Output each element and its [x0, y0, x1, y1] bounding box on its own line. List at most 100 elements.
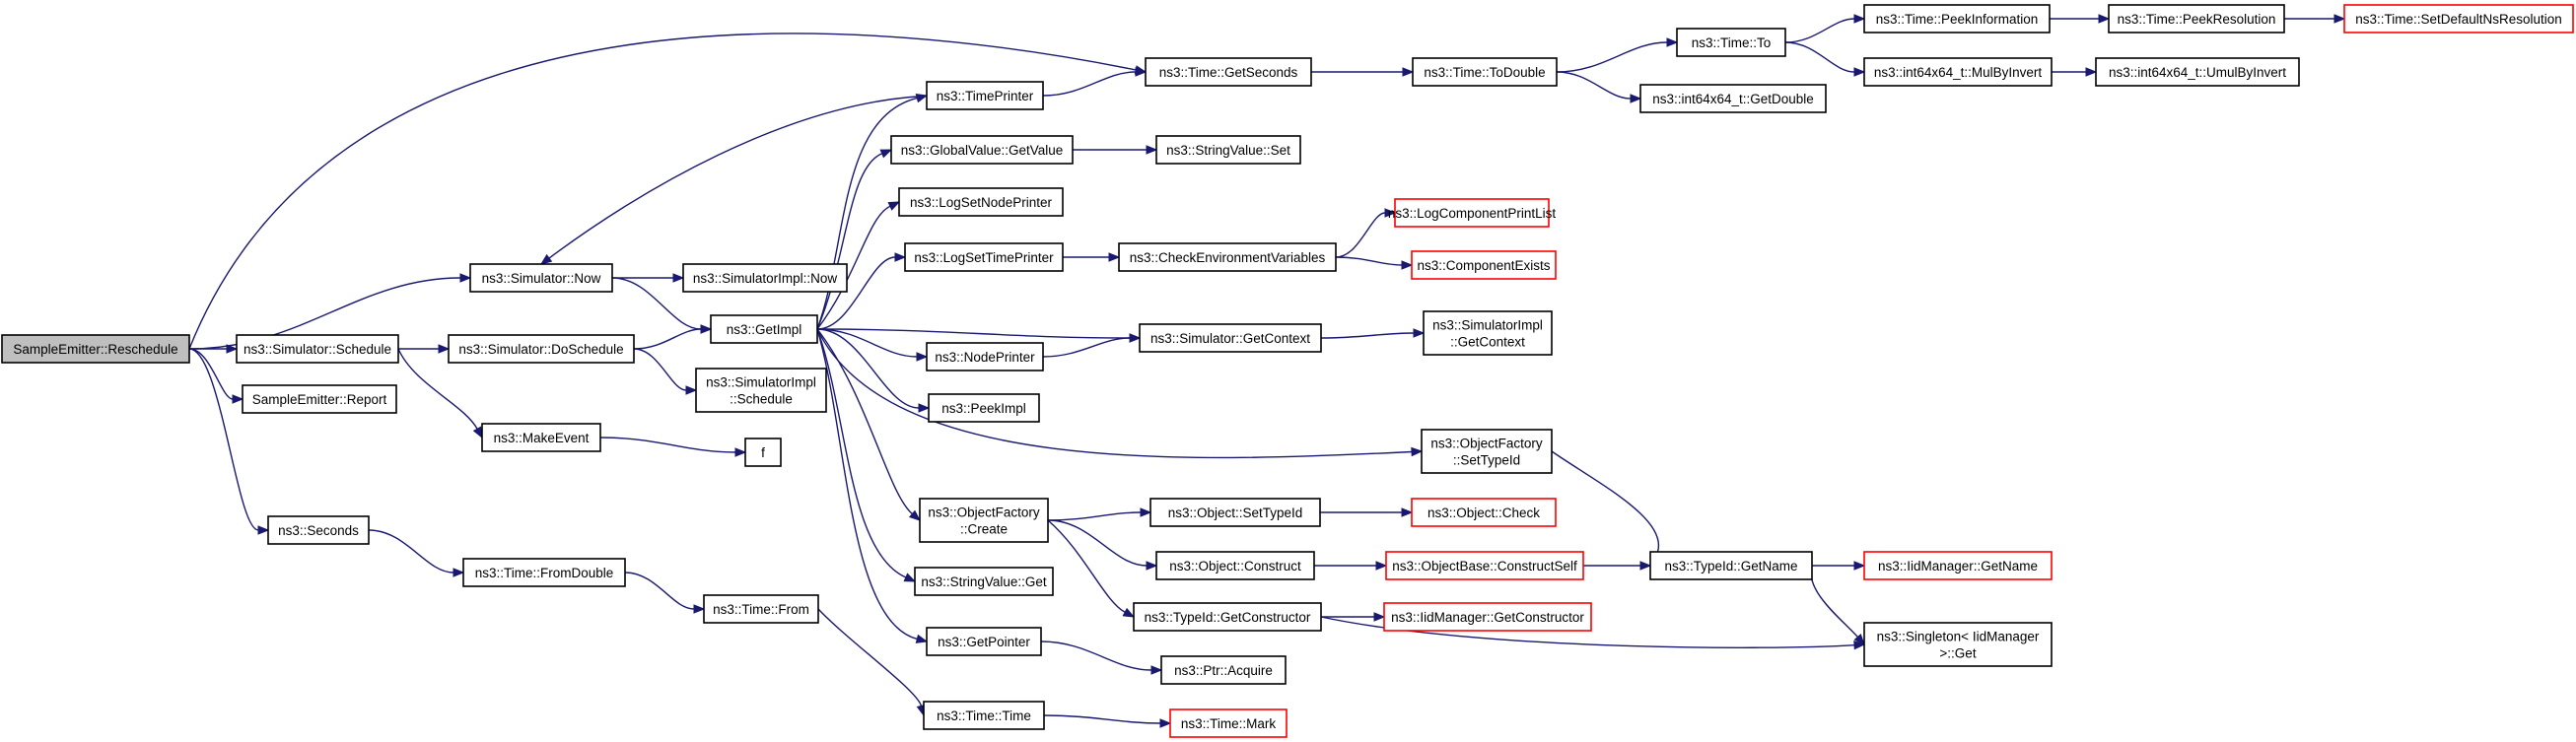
edge-line — [816, 328, 920, 409]
node-getimpl[interactable]: ns3::GetImpl — [710, 314, 818, 344]
node-timeprinter[interactable]: ns3::TimePrinter — [926, 81, 1044, 110]
node-time_time[interactable]: ns3::Time::Time — [923, 701, 1045, 730]
node-obj_settypeid[interactable]: ns3::Object::SetTypeId — [1149, 498, 1321, 527]
node-f[interactable]: f — [744, 438, 782, 467]
arrowhead-icon — [459, 273, 472, 283]
node-label: ns3::Object::SetTypeId — [1168, 506, 1303, 520]
edge-line — [1784, 18, 1855, 43]
node-box — [462, 558, 626, 587]
node-time_mark[interactable]: ns3::Time::Mark — [1169, 708, 1288, 738]
node-makeevent[interactable]: ns3::MakeEvent — [481, 423, 601, 452]
node-time_todouble[interactable]: ns3::Time::ToDouble — [1412, 57, 1558, 87]
node-sim_doschedule[interactable]: ns3::Simulator::DoSchedule — [448, 334, 635, 364]
edge-of_create-to-typeid_getconstructor — [1047, 519, 1136, 618]
edge-line — [1040, 641, 1152, 671]
node-time_setdefaultns[interactable]: ns3::Time::SetDefaultNsResolution — [2343, 4, 2574, 34]
edge-line — [1335, 256, 1403, 266]
node-box — [1863, 622, 2053, 667]
node-label: ns3::LogSetTimePrinter — [914, 250, 1054, 265]
node-box — [1139, 323, 1322, 353]
node-time_peekinfo[interactable]: ns3::Time::PeekInformation — [1863, 4, 2051, 34]
node-seconds[interactable]: ns3::Seconds — [267, 515, 370, 545]
node-box — [926, 627, 1042, 656]
node-label: ns3::int64x64_t::MulByInvert — [1874, 65, 2043, 80]
edge-getimpl-to-peekimpl — [816, 328, 931, 413]
node-label: ns3::int64x64_t::GetDouble — [1652, 92, 1814, 106]
node-time_from[interactable]: ns3::Time::From — [703, 594, 819, 624]
node-obj_construct[interactable]: ns3::Object::Construct — [1155, 551, 1315, 580]
arrowhead-icon — [1402, 67, 1415, 77]
edge-time_todouble-to-time_to — [1556, 37, 1679, 73]
edge-line — [188, 348, 259, 531]
node-stringvalue_set[interactable]: ns3::StringValue::Set — [1155, 135, 1301, 165]
node-singleton_get[interactable]: ns3::Singleton< IidManager >::Get — [1863, 622, 2053, 667]
edge-getimpl-to-nodeprinter — [816, 328, 929, 362]
node-box — [890, 135, 1074, 165]
node-label: ns3::Seconds — [278, 523, 359, 538]
node-checkenv[interactable]: ns3::CheckEnvironmentVariables — [1118, 242, 1337, 272]
node-typeid_getconstructor[interactable]: ns3::TypeId::GetConstructor — [1133, 602, 1322, 632]
node-peekimpl[interactable]: ns3::PeekImpl — [928, 393, 1040, 423]
edge-time_fromdouble-to-time_from — [624, 572, 706, 614]
node-box — [2343, 4, 2574, 34]
edge-getimpl-to-stringvalue_get — [816, 328, 917, 582]
node-int64_getdouble[interactable]: ns3::int64x64_t::GetDouble — [1639, 84, 1827, 113]
node-iidmgr_getname[interactable]: ns3::IidManager::GetName — [1863, 551, 2053, 580]
node-label: ::Schedule — [730, 392, 793, 407]
arrowhead-icon — [257, 525, 270, 535]
node-sim_now[interactable]: ns3::Simulator::Now — [469, 263, 613, 293]
node-stringvalue_get[interactable]: ns3::StringValue::Get — [914, 567, 1054, 596]
node-sim_getcontext[interactable]: ns3::Simulator::GetContext — [1139, 323, 1322, 353]
node-reschedule[interactable]: SampleEmitter::Reschedule — [1, 334, 190, 364]
edge-line — [816, 328, 907, 578]
arrowhead-icon — [672, 273, 685, 283]
edge-time_from-to-time_time — [817, 608, 926, 717]
node-logcompprintlist[interactable]: ns3::LogComponentPrintList — [1388, 198, 1557, 228]
node-label: ns3::Simulator::GetContext — [1150, 331, 1310, 346]
node-report[interactable]: SampleEmitter::Report — [242, 384, 397, 414]
node-simimpl_now[interactable]: ns3::SimulatorImpl::Now — [682, 263, 848, 293]
node-time_fromdouble[interactable]: ns3::Time::FromDouble — [462, 558, 626, 587]
node-getpointer[interactable]: ns3::GetPointer — [926, 627, 1042, 656]
node-obj_check[interactable]: ns3::Object::Check — [1411, 498, 1557, 527]
node-box — [919, 498, 1049, 543]
node-box — [1863, 551, 2053, 580]
node-time_to[interactable]: ns3::Time::To — [1676, 28, 1786, 57]
edge-time_todouble-to-int64_getdouble — [1556, 71, 1642, 103]
edge-timeprinter-to-time_getseconds — [1042, 67, 1148, 97]
edge-reschedule-to-seconds — [188, 348, 270, 535]
edge-line — [599, 437, 736, 453]
node-ptr_acquire[interactable]: ns3::Ptr::Acquire — [1160, 655, 1287, 685]
node-of_create[interactable]: ns3::ObjectFactory::Create — [919, 498, 1049, 543]
node-logsetnodeprinter[interactable]: ns3::LogSetNodePrinter — [898, 187, 1064, 217]
node-label: ns3::Time::FromDouble — [475, 566, 614, 580]
arrowhead-icon — [916, 352, 929, 362]
node-label: ns3::PeekImpl — [941, 401, 1026, 416]
node-time_peekres[interactable]: ns3::Time::PeekResolution — [2108, 4, 2285, 34]
node-label: ns3::Time::To — [1692, 35, 1772, 50]
node-simimpl_getcontext[interactable]: ns3::SimulatorImpl::GetContext — [1423, 310, 1553, 356]
node-compexists[interactable]: ns3::ComponentExists — [1411, 250, 1557, 280]
node-typeid_getname[interactable]: ns3::TypeId::GetName — [1649, 551, 1813, 580]
node-label: ns3::Time::PeekInformation — [1876, 12, 2039, 27]
node-box — [1155, 551, 1315, 580]
node-of_settypeid[interactable]: ns3::ObjectFactory::SetTypeId — [1421, 429, 1553, 474]
edge-typeid_getname-to-iidmgr_getname — [1812, 561, 1866, 571]
node-gv_getvalue[interactable]: ns3::GlobalValue::GetValue — [890, 135, 1074, 165]
node-logsettimeprinter[interactable]: ns3::LogSetTimePrinter — [904, 242, 1064, 272]
node-nodeprinter[interactable]: ns3::NodePrinter — [926, 342, 1044, 371]
node-box — [923, 701, 1045, 730]
edge-line — [624, 572, 695, 610]
node-int64_mulbyinvert[interactable]: ns3::int64x64_t::MulByInvert — [1863, 57, 2053, 87]
node-simimpl_schedule[interactable]: ns3::SimulatorImpl::Schedule — [695, 368, 827, 413]
node-objbase_constructself[interactable]: ns3::ObjectBase::ConstructSelf — [1385, 551, 1584, 580]
node-label: SampleEmitter::Reschedule — [13, 342, 177, 357]
node-int64_umulbyinvert[interactable]: ns3::int64x64_t::UmulByInvert — [2095, 57, 2300, 87]
node-iidmgr_getconstructor[interactable]: ns3::IidManager::GetConstructor — [1383, 602, 1592, 632]
node-box — [744, 438, 782, 467]
node-time_getseconds[interactable]: ns3::Time::GetSeconds — [1145, 57, 1312, 87]
node-sim_schedule[interactable]: ns3::Simulator::Schedule — [236, 334, 399, 364]
node-box — [1649, 551, 1813, 580]
node-box — [1421, 429, 1553, 474]
node-label: ns3::ObjectFactory — [1430, 437, 1543, 451]
